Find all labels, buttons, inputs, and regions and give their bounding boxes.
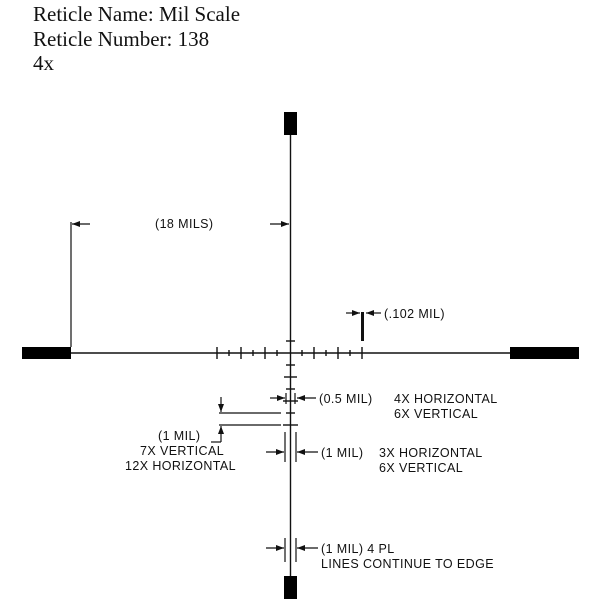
one-mil-parallel-lines — [284, 432, 297, 562]
left-post — [22, 347, 71, 359]
post-width-label: (.102 MIL) — [384, 307, 445, 321]
right-post — [510, 347, 579, 359]
half-mil-bars — [285, 393, 296, 404]
one-mil-left-dimension — [211, 397, 281, 443]
edge-note: LINES CONTINUE TO EDGE — [321, 557, 494, 571]
one-mil-left-horizontal: 12X HORIZONTAL — [125, 459, 236, 473]
horizontal-ticks — [216, 347, 363, 359]
one-mil-left-vertical: 7X VERTICAL — [140, 444, 224, 458]
reticle-header: Reticle Name: Mil Scale Reticle Number: … — [33, 2, 240, 76]
half-mil-label: (0.5 MIL) — [319, 392, 373, 406]
crosshair — [71, 135, 510, 576]
reticle-number: Reticle Number: 138 — [33, 26, 210, 51]
span-label: (18 MILS) — [155, 217, 213, 231]
one-mil-right-label: (1 MIL) — [321, 446, 363, 460]
edge-label: (1 MIL) 4 PL — [321, 542, 395, 556]
one-mil-right-horizontal: 3X HORIZONTAL — [379, 446, 483, 460]
span-dimension — [70, 221, 289, 347]
one-mil-left-label: (1 MIL) — [158, 429, 200, 443]
magnification: 4x — [33, 51, 54, 75]
half-mil-vertical: 6X VERTICAL — [394, 407, 478, 421]
one-mil-right-vertical: 6X VERTICAL — [379, 461, 463, 475]
bottom-post — [284, 576, 297, 599]
top-post — [284, 112, 297, 135]
range-post — [361, 312, 364, 341]
reticle-name: Reticle Name: Mil Scale — [33, 2, 241, 26]
half-mil-horizontal: 4X HORIZONTAL — [394, 392, 498, 406]
